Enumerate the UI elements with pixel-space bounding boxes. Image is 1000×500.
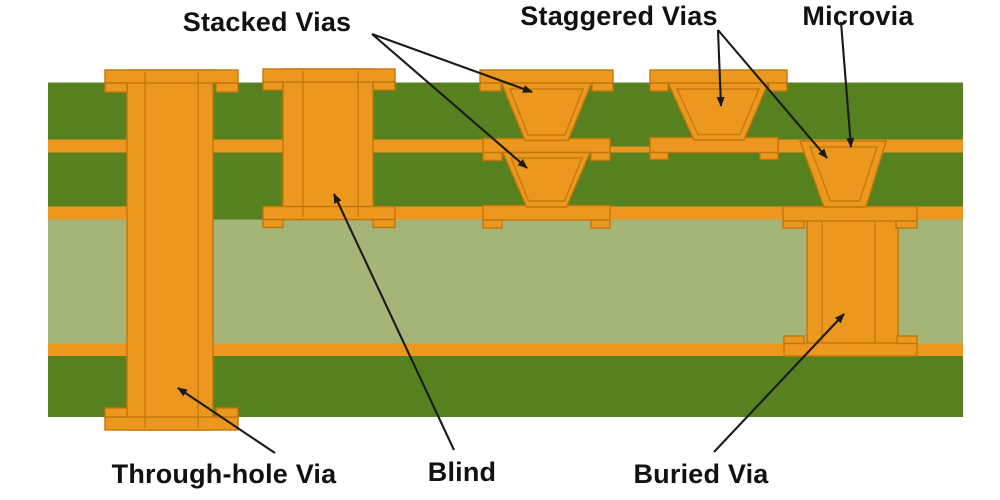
blind-via-bottom-flange <box>262 205 396 221</box>
copper-layer-2-gap <box>213 206 263 220</box>
arrow-blind <box>333 193 455 451</box>
pad-step <box>104 407 128 418</box>
laser-hole-outline <box>808 146 878 202</box>
label-staggered-vias: Staggered Vias <box>520 1 717 31</box>
label-blind-via: Blind <box>428 457 497 487</box>
pad-step <box>215 82 239 93</box>
through-hole-via-bottom-pad <box>104 416 239 431</box>
copper-layer-3 <box>48 343 963 356</box>
pad-step <box>591 82 614 92</box>
pad-step <box>649 82 669 92</box>
callout-arrows <box>177 21 855 454</box>
pad-step <box>782 220 805 229</box>
pad-step <box>479 82 502 92</box>
pad-step <box>262 218 284 229</box>
pad-step <box>482 219 503 229</box>
arrow-staggered-lower <box>717 29 828 159</box>
stacked-via-top-pad <box>479 69 614 84</box>
pad-step <box>372 81 396 91</box>
laser-hole-outline <box>675 88 761 136</box>
staggered-via-top-pad <box>649 69 788 84</box>
buried-via <box>782 205 918 357</box>
pad-step <box>590 151 611 162</box>
pad-step <box>482 151 503 162</box>
buried-via-barrel <box>806 218 899 345</box>
blind-via-top-pad <box>262 68 396 83</box>
label-through-hole-via: Through-hole Via <box>112 459 337 489</box>
pad-step <box>783 335 805 345</box>
arrow-staggered-upper <box>716 29 725 107</box>
copper-layer-1-notch <box>610 139 650 147</box>
pad-step <box>895 220 918 229</box>
arrow-stacked-upper <box>371 33 533 93</box>
staggered-via-upper <box>649 69 788 161</box>
blind-via <box>262 68 396 229</box>
through-hole-via-barrel <box>126 69 214 431</box>
pad-step <box>372 218 396 229</box>
label-microvia: Microvia <box>802 1 914 31</box>
pad-step <box>759 151 779 161</box>
pad-step <box>104 82 128 93</box>
through-hole-via <box>104 69 239 431</box>
pad-step <box>649 151 669 161</box>
diagram-labels: Stacked Vias Staggered Vias Microvia Thr… <box>112 1 914 489</box>
through-hole-via-top-pad <box>104 69 239 84</box>
stacked-vias <box>479 69 614 229</box>
blind-via-barrel <box>282 68 374 221</box>
label-buried-via: Buried Via <box>633 459 769 489</box>
pad-step <box>768 82 788 92</box>
laser-hole-outline <box>509 157 584 202</box>
label-stacked-vias: Stacked Vias <box>183 7 352 37</box>
arrow-stacked-lower <box>371 33 528 169</box>
laser-hole-outline <box>508 88 585 136</box>
arrow-buried <box>713 313 845 453</box>
pad-step <box>262 81 284 91</box>
buried-via-top-flange <box>782 205 918 222</box>
pad-step <box>896 335 918 345</box>
pad-step <box>590 219 611 229</box>
arrow-through-hole <box>177 387 276 454</box>
buried-via-bottom-flange <box>783 342 918 357</box>
arrow-microvia <box>839 21 855 148</box>
